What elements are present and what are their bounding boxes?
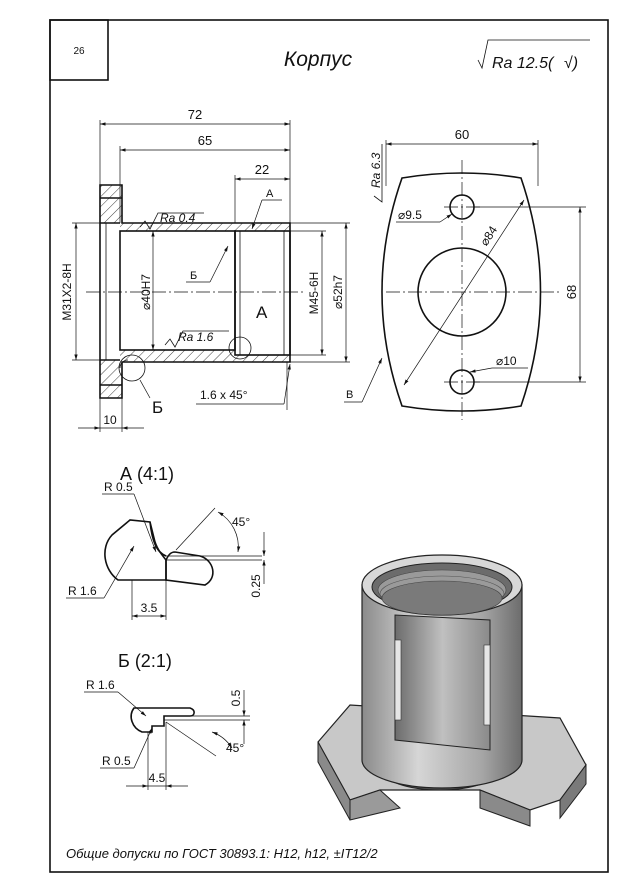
detail-b-r-small: R 0.5 [102,754,131,768]
roughness-general-icon [477,39,590,70]
dim-length-65: 65 [198,133,212,148]
page-title: Корпус [284,48,353,71]
leader-b-label: Б [190,270,197,282]
detail-a-angle: 45° [232,515,250,529]
inner-thread: M45-6H [307,272,321,315]
roughness-general-label: Ra 12.5( [492,55,555,72]
outer-thread: M31X2-8H [60,263,74,320]
bore-diameter: ⌀40H7 [139,274,153,310]
end-pcd: ⌀84 [477,223,500,248]
roughness-face: Ra 1.6 [178,330,214,344]
isometric-view [317,554,587,827]
end-hole-10: ⌀10 [496,354,517,368]
detail-b: Б (2:1) 45° R 1.6 R 0.5 4.5 0.5 [84,651,250,790]
detail-a-r-small: R 0.5 [104,480,133,494]
end-hole-small: ⌀9.5 [398,208,422,222]
sheet-frame [49,19,609,873]
detail-b-title: Б (2:1) [118,651,172,671]
detail-a-height: 0.25 [249,574,263,598]
page-number-box [49,19,109,81]
end-dim-height: 68 [564,285,579,299]
roughness-general-tail: √) [564,55,578,72]
dim-overall-length: 72 [188,107,202,122]
outer-diameter: ⌀52h7 [331,275,345,309]
end-roughness: Ra 6.3 [369,152,383,188]
detail-b-height: 0.5 [229,689,243,706]
roughness-bore: Ra 0.4 [160,211,196,225]
detail-a-width: 3.5 [141,601,158,615]
detail-a-r-large: R 1.6 [68,584,97,598]
end-dim-width: 60 [455,127,469,142]
dim-thread-depth: 22 [255,162,269,177]
detail-b-angle: 45° [226,741,244,755]
detail-b-r-large: R 1.6 [86,678,115,692]
detail-a-title: А (4:1) [120,464,174,484]
leader-a-label: А [266,188,274,200]
footer-note: Общие допуски по ГОСТ 30893.1: H12, h12,… [66,846,378,861]
page-number: 26 [73,46,85,57]
detail-a: А (4:1) 45° R 0.5 R 1.6 3.5 0.25 [66,464,266,620]
end-view: 60 68 ⌀84 ⌀9.5 ⌀10 Ra 6.3 В [344,127,586,420]
section-view: 72 65 22 А Ra 0.4 ⌀40H7 Б Ra 1.6 А M45-6… [60,107,350,432]
end-leader-v: В [346,389,353,401]
detail-b-mark: Б [152,398,163,417]
detail-a-mark: А [256,303,268,322]
detail-b-width: 4.5 [149,771,166,785]
dim-flange-width: 10 [103,413,117,427]
chamfer-label: 1.6 x 45° [200,388,248,402]
